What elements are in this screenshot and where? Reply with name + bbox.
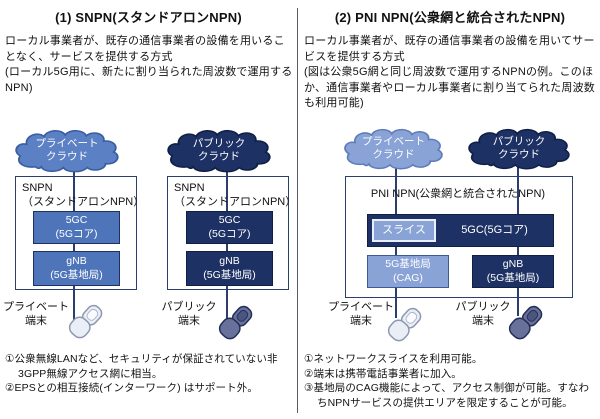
- ran-cag-box: 5G基地局 (CAG): [367, 255, 449, 288]
- footnote: ②EPSとの相互接続(インターワーク) はサポート外。: [5, 382, 258, 395]
- right-panel-title: (2) PNI NPN(公衆網と統合されたNPN): [334, 10, 566, 25]
- private-cloud: プライベート クラウド: [341, 127, 446, 170]
- cloud-icon: [344, 128, 443, 170]
- left-panel-description: ローカル事業者が、既存の通信事業者の設備を用いることなく、サービスを提供する方式…: [5, 35, 293, 94]
- private-cloud: プライベート クラウド: [12, 128, 122, 173]
- footnote: ③基地局のCAG機能によって、アクセス制御が可能。すなわちNPNサービスの提供エ…: [304, 382, 590, 410]
- right-footnotes: ①ネットワークスライスを利用可能。 ②端末は携帯電話事業者に加入。 ③基地局のC…: [304, 352, 596, 411]
- core-5gc-box: 5GC(5Gコア) スライス: [367, 214, 554, 247]
- ran-gnb-box: gNB (5G基地局): [472, 255, 554, 288]
- footnote: ①公衆無線LANなど、セキュリティが保証されていない非3GPP無線アクセス網に相…: [5, 353, 278, 380]
- terminal-label: プライベート 端末: [3, 301, 69, 327]
- core-5gc-box: 5GC (5Gコア): [33, 211, 120, 244]
- snpn-label: SNPN （スタンドアロンNPN）: [174, 182, 297, 209]
- ran-gnb-box: gNB (5G基地局): [186, 251, 273, 286]
- phone-icon: [382, 303, 427, 348]
- pni-npn-label: PNI NPN(公衆網と統合されたNPN): [370, 188, 546, 200]
- phone-icon: [503, 301, 548, 346]
- phone-icon: [63, 300, 108, 345]
- right-panel-description: ローカル事業者が、既存の通信事業者の設備を用いてサービスを提供する方式 (図は公…: [304, 35, 595, 110]
- snpn-label: SNPN （スタンドアロンNPN）: [22, 182, 145, 209]
- footnote: ②端末は携帯電話事業者に加入。: [304, 367, 462, 380]
- cloud-label: プライベート クラウド: [35, 136, 99, 162]
- terminal-label: パブリック 端末: [455, 301, 511, 327]
- slice-box: スライス: [372, 219, 436, 242]
- left-footnotes: ①公衆無線LANなど、セキュリティが保証されていない非3GPP無線アクセス網に相…: [5, 352, 295, 396]
- cloud-icon: [15, 129, 119, 173]
- panel-divider: [297, 8, 298, 413]
- core-5gc-box: 5GC (5Gコア): [186, 211, 273, 244]
- cloud-label: パブリック クラウド: [492, 134, 546, 160]
- footnote: ①ネットワークスライスを利用可能。: [304, 353, 483, 365]
- public-cloud: パブリック クラウド: [465, 127, 573, 170]
- cloud-icon: [167, 129, 271, 173]
- terminal-label: プライベート 端末: [328, 301, 394, 327]
- cloud-label: プライベート クラウド: [362, 134, 425, 160]
- ran-gnb-box: gNB (5G基地局): [33, 251, 120, 286]
- public-cloud: パブリック クラウド: [164, 128, 274, 173]
- terminal-label: パブリック 端末: [161, 301, 217, 327]
- left-panel-title: (1) SNPN(スタンドアロンNPN): [55, 10, 242, 25]
- cloud-icon: [468, 128, 570, 170]
- phone-icon: [213, 301, 258, 346]
- cloud-label: パブリック クラウド: [192, 136, 246, 162]
- core-5gc-label: 5GC(5Gコア): [461, 223, 528, 236]
